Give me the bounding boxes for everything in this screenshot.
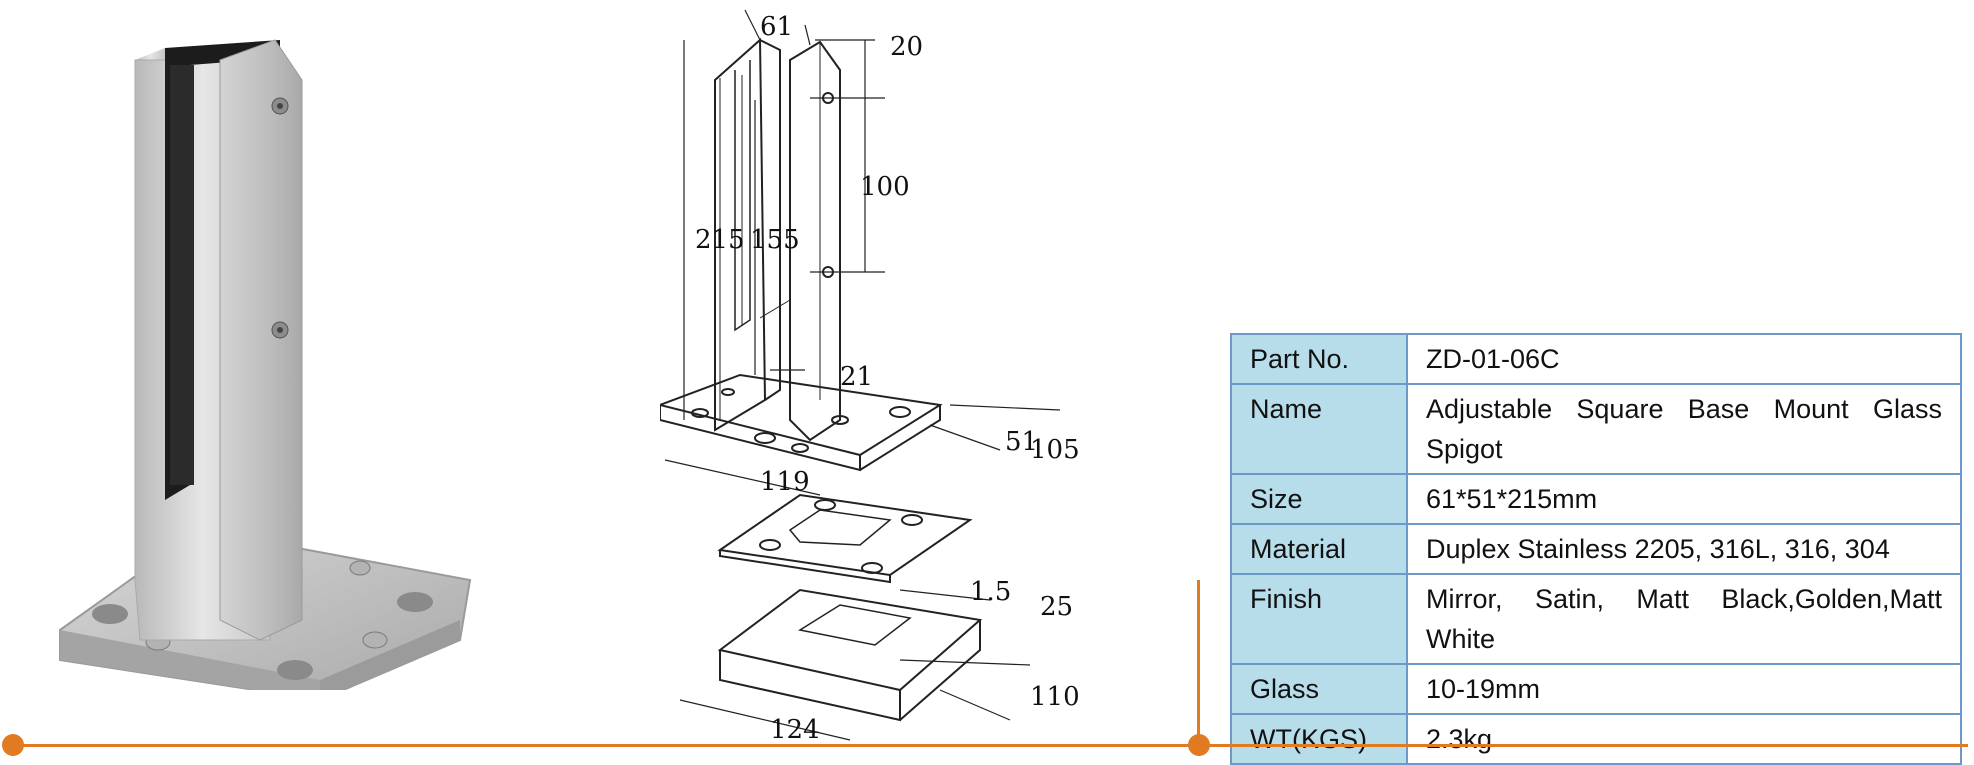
center-dot [1188, 734, 1210, 756]
spec-value: Adjustable Square Base Mount Glass Spigo… [1406, 383, 1962, 475]
left-dot [2, 734, 24, 756]
spec-key: Glass [1230, 663, 1408, 715]
spec-key: Material [1230, 523, 1408, 575]
spec-key: Part No. [1230, 333, 1408, 385]
spec-key: Size [1230, 473, 1408, 525]
dim-100: 100 [860, 172, 910, 202]
dim-215: 215 [695, 225, 745, 255]
dim-25: 25 [1040, 592, 1073, 622]
spec-value: Mirror, Satin, Matt Black,Golden,Matt Wh… [1406, 573, 1962, 665]
spec-value: ZD-01-06C [1406, 333, 1962, 385]
divider-rule [1197, 580, 1200, 746]
spec-row: WT(KGS)2.3kg [1230, 713, 1962, 765]
dim-119: 119 [760, 467, 810, 497]
spec-value: Duplex Stainless 2205, 316L, 316, 304 [1406, 523, 1962, 575]
spec-value: 2.3kg [1406, 713, 1962, 765]
spec-key: WT(KGS) [1230, 713, 1408, 765]
footer-rule [10, 744, 1968, 747]
dim-21: 21 [840, 362, 873, 392]
spec-value: 61*51*215mm [1406, 473, 1962, 525]
dim-124: 124 [770, 715, 820, 745]
spec-key: Name [1230, 383, 1408, 475]
dim-51: 51 [1005, 427, 1038, 457]
dim-110: 110 [1030, 682, 1080, 712]
spec-row: Part No.ZD-01-06C [1230, 333, 1962, 385]
spec-value: 10-19mm [1406, 663, 1962, 715]
dim-105: 105 [1030, 435, 1080, 465]
dim-61: 61 [760, 12, 793, 42]
spec-key: Finish [1230, 573, 1408, 665]
product-photo [59, 39, 472, 690]
dim-1-5: 1.5 [970, 577, 1011, 607]
technical-drawing: 61 20 100 215 155 21 51 105 119 1.5 25 1… [660, 9, 1080, 745]
dim-20: 20 [890, 32, 923, 62]
dim-155: 155 [750, 225, 800, 255]
